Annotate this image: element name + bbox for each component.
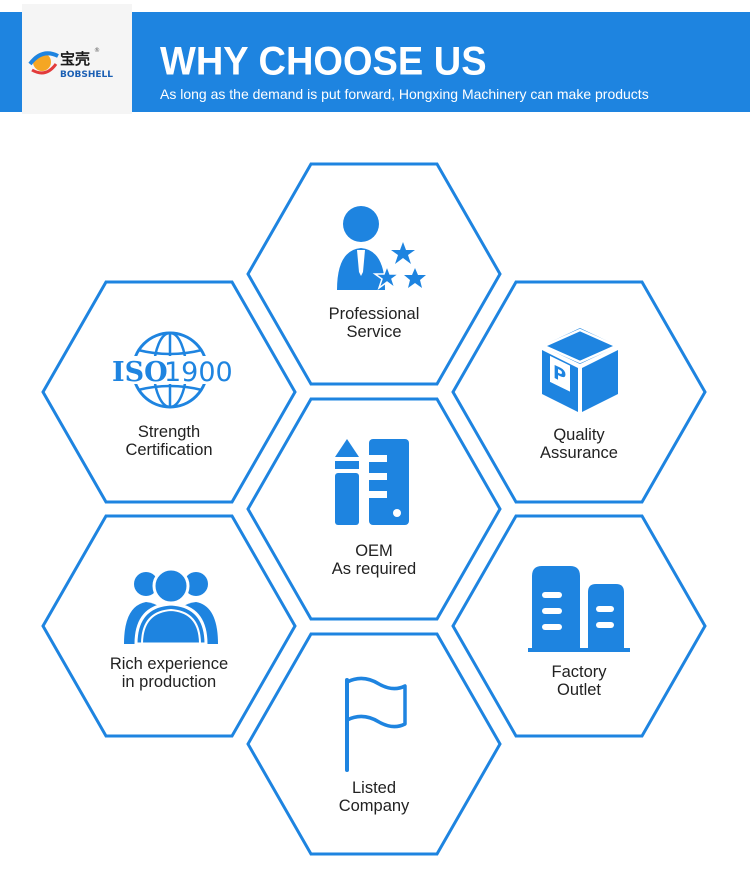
company-logo: 宝壳 ® BOBSHELL — [22, 4, 132, 114]
person-stars-icon — [337, 206, 426, 291]
iso-globe-icon: ISO 19001 — [110, 331, 232, 409]
people-group-icon — [124, 567, 218, 646]
hexagon-frame — [246, 632, 502, 856]
page-title: WHY CHOOSE US — [160, 39, 487, 85]
buildings-icon — [528, 566, 630, 652]
flag-icon — [345, 676, 407, 772]
logo-registered: ® — [94, 47, 100, 54]
iso-number-text: 19001 — [164, 357, 232, 388]
box-p-icon: P — [540, 328, 620, 412]
logo-cn-text: 宝壳 — [60, 50, 90, 68]
pencil-ruler-icon — [335, 439, 409, 525]
logo-mark-icon: 宝壳 ® BOBSHELL — [28, 47, 113, 80]
iso-text: ISO — [112, 357, 168, 388]
hexagon-frame — [451, 280, 707, 504]
logo-en-text: BOBSHELL — [60, 70, 113, 80]
svg-text:P: P — [553, 361, 566, 388]
page-subtitle: As long as the demand is put forward, Ho… — [160, 86, 649, 102]
